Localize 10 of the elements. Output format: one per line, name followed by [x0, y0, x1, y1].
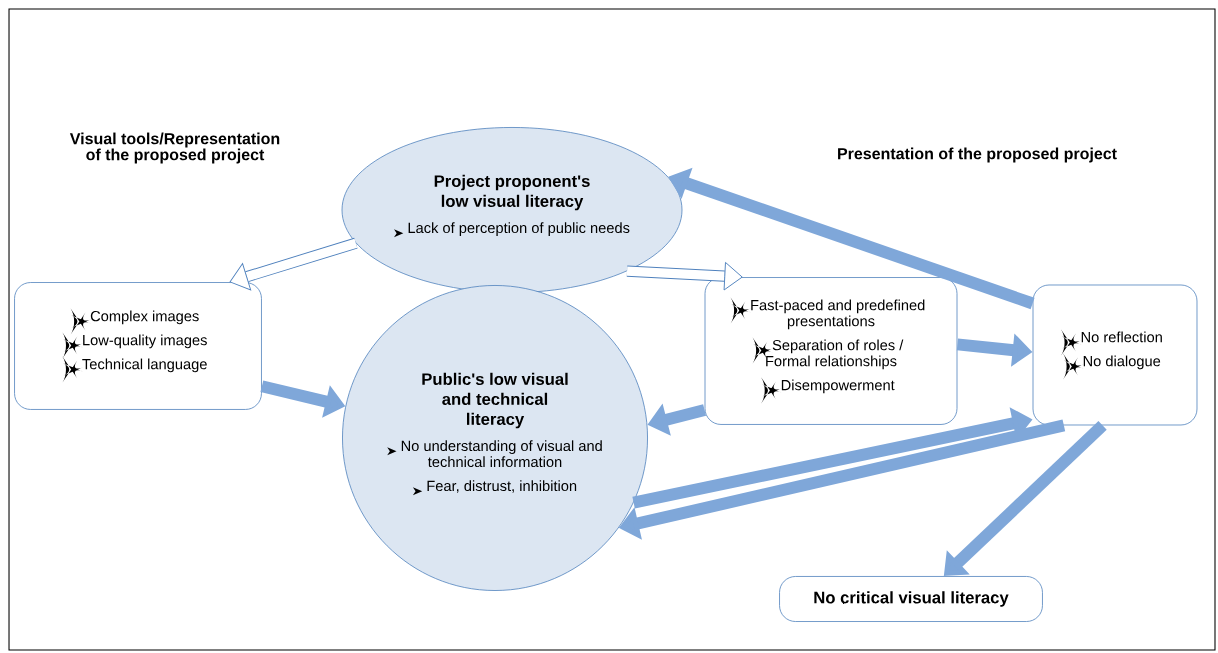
section-heading: Presentation of the proposed project — [838, 147, 1117, 163]
block-arrow — [229, 237, 358, 291]
circle-node: Public's low visual and technical literacy No understanding of visual and technical information Fear, distrust, inhibition — [342, 285, 648, 591]
rounded-box: Complex images Low-quality images Technical language — [14, 282, 262, 410]
rounded-box: No reflection No dialogue — [1032, 284, 1198, 426]
section-heading: Visual tools/Representation of the proposed project — [69, 132, 280, 164]
rounded-box: No critical visual literacy — [779, 576, 1043, 622]
block-arrow — [626, 261, 743, 291]
rounded-box: Fast-paced and predefined presentations Separation of roles / Formal relationships Disempowerment — [704, 277, 958, 425]
oval-node: Project proponent's low visual literacy Lack of perception of public needs — [341, 127, 683, 293]
